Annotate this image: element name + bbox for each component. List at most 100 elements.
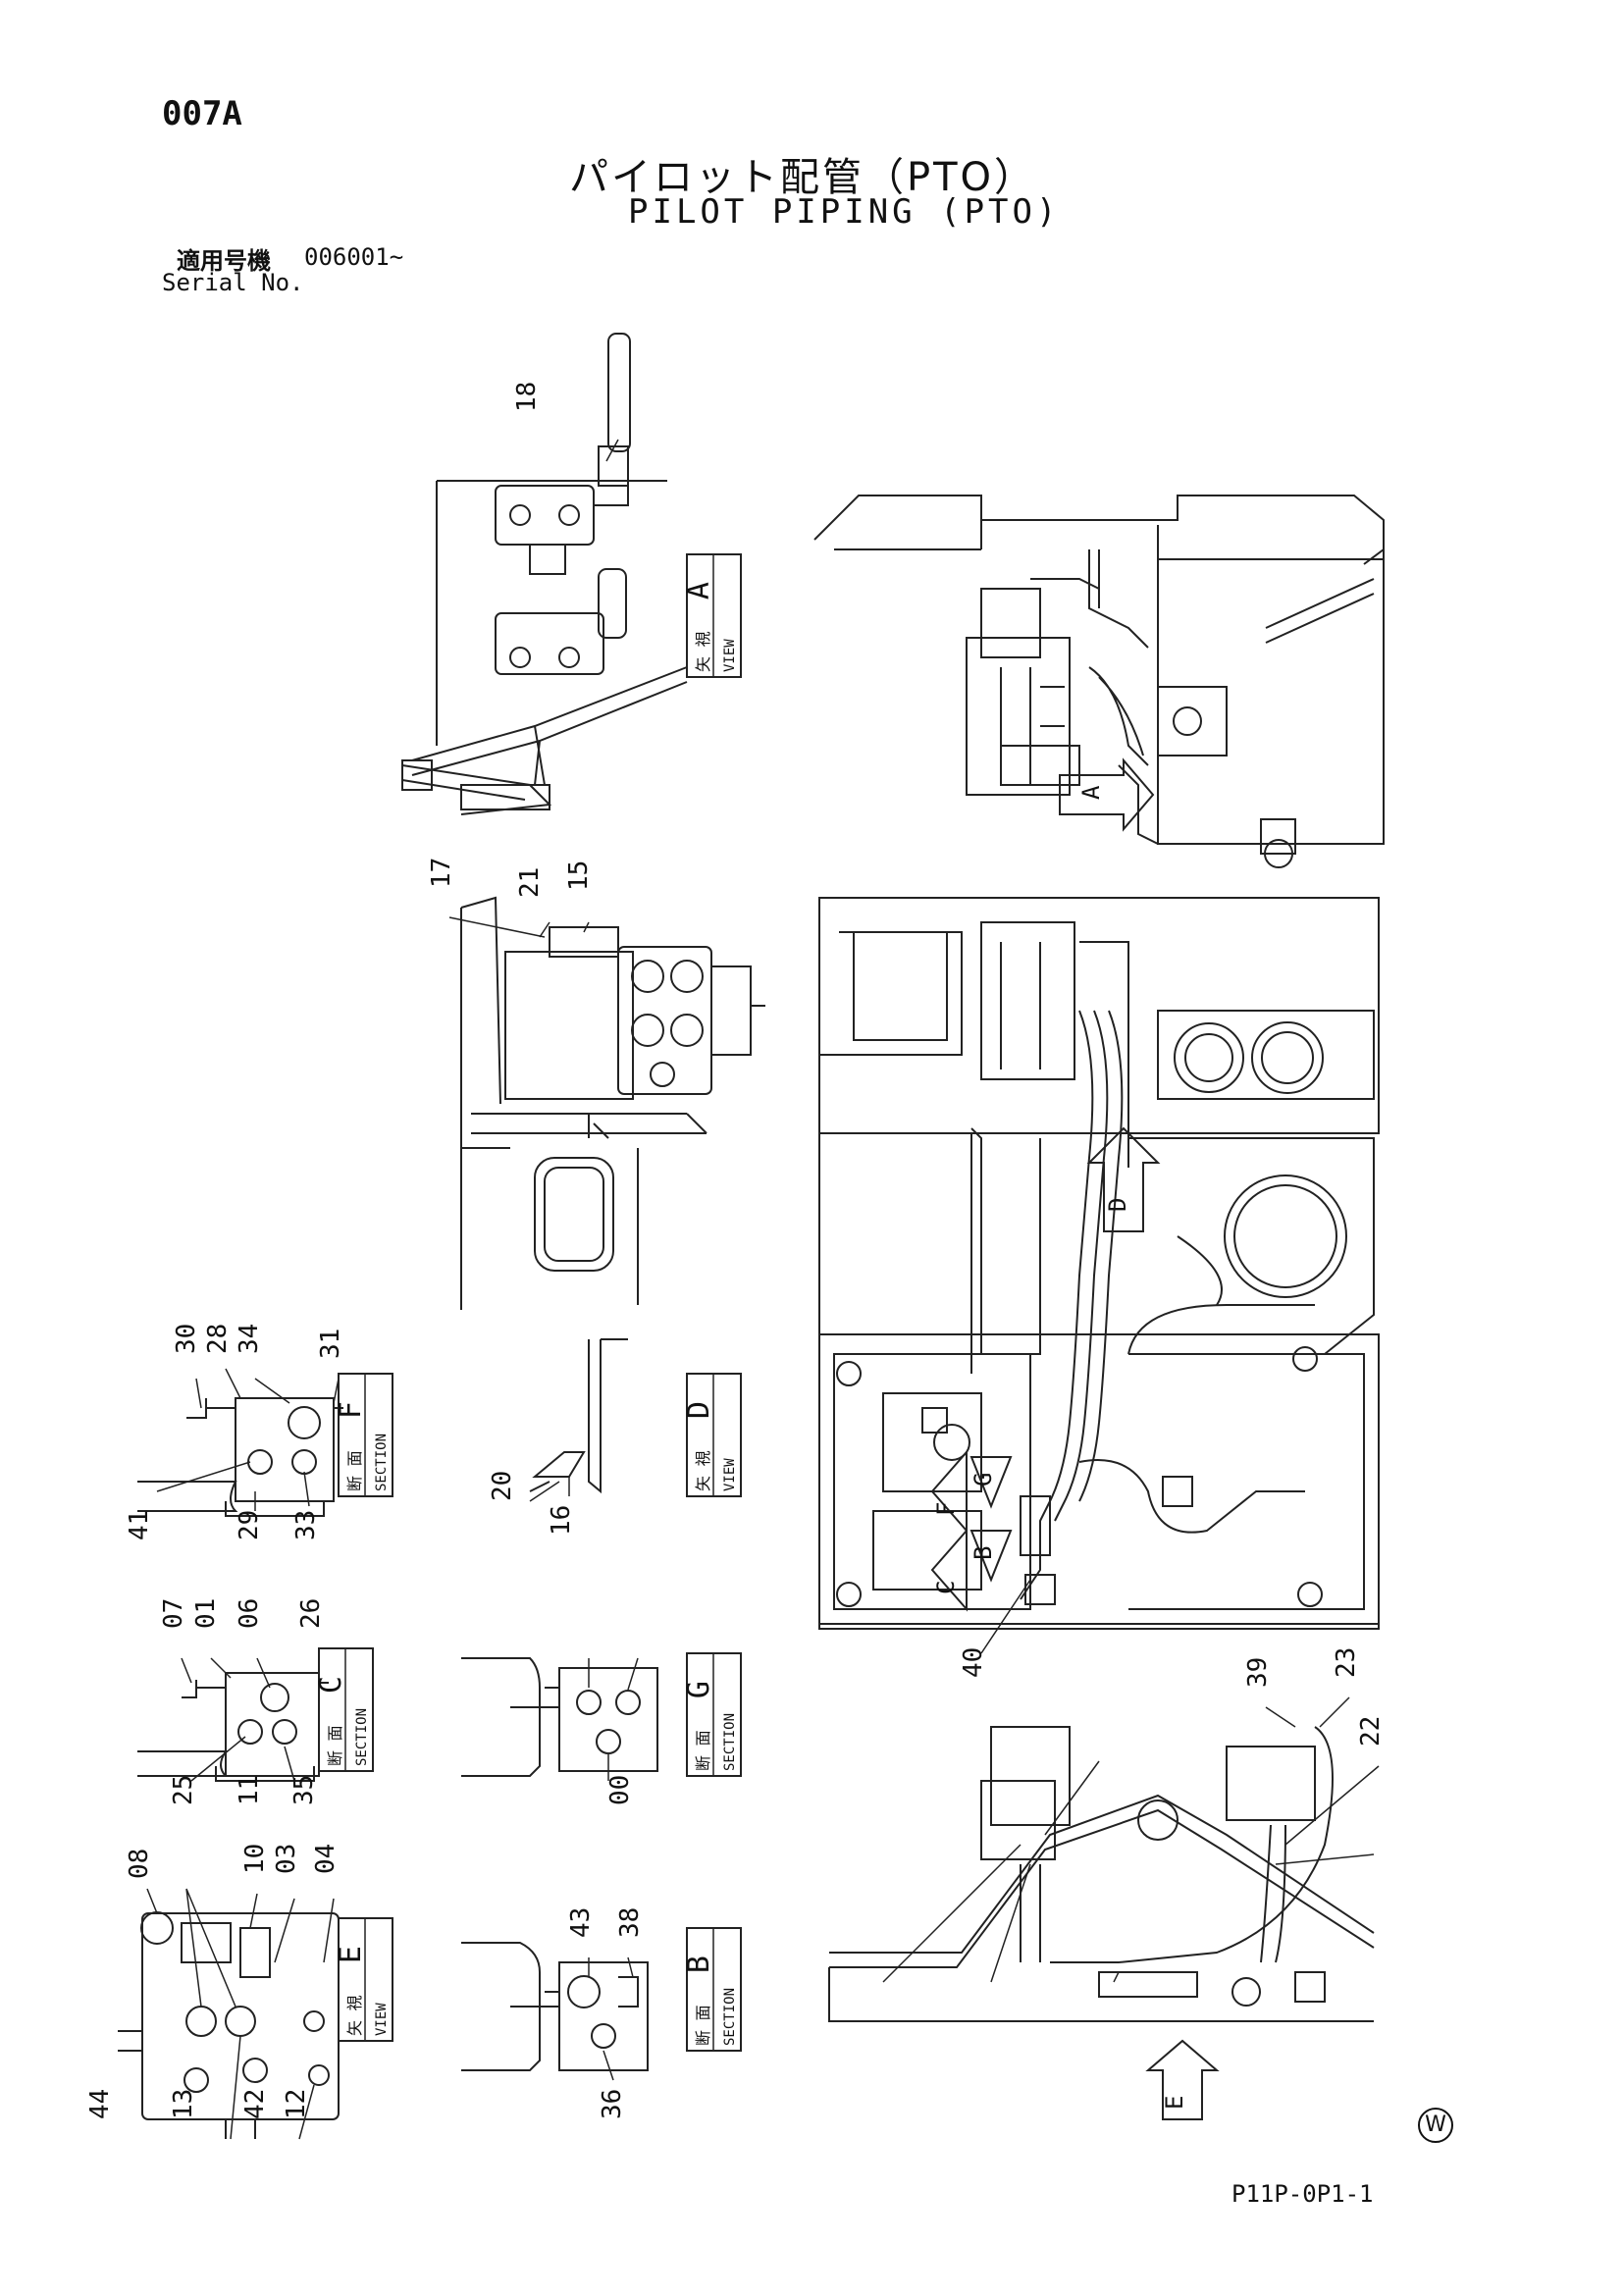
section-g-detail (461, 1657, 658, 1777)
view-e-detail (118, 1911, 340, 2139)
view-a-arrow (1059, 757, 1155, 832)
section-f-detail (137, 1397, 343, 1517)
plan-view-frame (818, 897, 1380, 1424)
callout-number: 25 (169, 1775, 198, 1805)
callout-number: 43 (566, 1907, 596, 1938)
callout-number: 11 (235, 1775, 264, 1805)
callout-number: 18 (512, 382, 542, 412)
label-english: VIEW (374, 2003, 390, 2036)
label-letter: B (682, 1956, 716, 1973)
document-number: P11P-0P1-1 (1231, 2180, 1374, 2208)
label-japanese: 断 面 (326, 1725, 344, 1766)
callout-number: 16 (547, 1505, 576, 1536)
section-f-arrow (930, 1449, 968, 1534)
callout-number: 29 (235, 1510, 264, 1540)
label-english: SECTION (354, 1708, 370, 1766)
view-a-detail (401, 333, 688, 815)
arrow-letter: D (1104, 1198, 1131, 1212)
serial-label-english: Serial No. (162, 269, 304, 296)
label-japanese: 断 面 (345, 1450, 364, 1491)
label-japanese: 矢 視 (345, 1995, 364, 2036)
callout-number: 15 (564, 861, 594, 891)
label-english: VIEW (722, 1458, 738, 1491)
callout-number: 44 (85, 2089, 115, 2119)
section-c-detail (137, 1672, 329, 1782)
callout-number: 36 (598, 2089, 627, 2119)
view-d-detail (529, 1338, 628, 1494)
title-english: PILOT PIPING (PTO) (628, 192, 1061, 232)
section-b-detail (461, 1942, 649, 2071)
label-letter: A (682, 582, 716, 600)
callout-number: 04 (311, 1844, 341, 1874)
label-english: SECTION (722, 1988, 738, 2046)
section-c-arrow (930, 1528, 968, 1612)
page-code: 007A (162, 94, 242, 133)
callout-number: 40 (959, 1647, 988, 1678)
callout-number: 17 (427, 858, 456, 888)
label-letter: E (334, 1946, 368, 1963)
bottom-right-side-view (828, 1726, 1375, 2120)
callout-number: 10 (240, 1844, 270, 1874)
callout-number: 12 (282, 2089, 311, 2119)
callout-number: 06 (235, 1598, 264, 1629)
label-letter: D (682, 1401, 716, 1419)
arrow-letter: E (1161, 2096, 1188, 2110)
callout-number: 23 (1332, 1647, 1361, 1678)
callout-number: 20 (488, 1471, 517, 1501)
callout-number: 07 (159, 1598, 188, 1629)
label-english: VIEW (722, 639, 738, 672)
arrow-letter: A (1077, 785, 1105, 800)
callout-number: 28 (203, 1324, 233, 1354)
label-letter: G (682, 1681, 716, 1698)
callout-number: 33 (291, 1510, 321, 1540)
callout-number: 35 (289, 1775, 319, 1805)
callout-number: 38 (615, 1907, 645, 1938)
title-japanese: パイロット配管（PTO） (569, 155, 1037, 200)
label-japanese: 矢 視 (694, 1450, 712, 1491)
label-box-e: E 矢 視 VIEW (334, 1917, 393, 2042)
serial-label-japanese: 適用号機 (177, 247, 271, 275)
label-english: SECTION (722, 1713, 738, 1771)
label-box-b: B 断 面 SECTION (682, 1927, 742, 2052)
valve-side-view (460, 896, 765, 1310)
callout-number: 34 (235, 1324, 264, 1354)
callout-number: 01 (191, 1598, 221, 1629)
callout-number: 30 (172, 1324, 201, 1354)
callout-number: 39 (1243, 1657, 1273, 1688)
callout-number: 31 (316, 1329, 345, 1359)
label-box-f: F 断 面 SECTION (334, 1373, 393, 1497)
label-letter: F (334, 1401, 368, 1419)
arrow-letter: B (969, 1546, 997, 1560)
callout-number: 21 (515, 867, 545, 898)
lower-plan-view (818, 1304, 1380, 1630)
leader-lines (146, 439, 1380, 2140)
label-japanese: 断 面 (694, 2005, 712, 2046)
w-mark: W (1418, 2108, 1453, 2143)
upper-right-assembly (813, 495, 1385, 868)
view-e-arrow (1145, 2039, 1220, 2120)
callout-number: 00 (605, 1775, 635, 1805)
label-box-d: D 矢 視 VIEW (682, 1373, 742, 1497)
arrow-letter: C (932, 1581, 960, 1594)
section-b-arrow (969, 1530, 1013, 1583)
callout-number: 41 (125, 1510, 154, 1540)
serial-value: 006001~ (304, 243, 404, 271)
label-japanese: 矢 視 (694, 631, 712, 672)
label-english: SECTION (374, 1434, 390, 1491)
arrow-letter: G (969, 1473, 997, 1487)
callout-number: 26 (296, 1598, 326, 1629)
callout-number: 13 (169, 2089, 198, 2119)
label-japanese: 断 面 (694, 1730, 712, 1771)
arrow-letter: F (932, 1502, 960, 1516)
label-box-g: G 断 面 SECTION (682, 1652, 742, 1777)
callout-number: 42 (240, 2089, 270, 2119)
callout-number: 22 (1356, 1716, 1386, 1747)
label-box-a: A 矢 視 VIEW (682, 553, 742, 678)
view-section-labels: A 矢 視 VIEW D 矢 視 VIEW F 断 面 SECTION C 断 面 SECTION G 断… (314, 553, 1188, 2110)
section-g-arrow (969, 1456, 1013, 1509)
view-d-arrow (1086, 1126, 1161, 1232)
callout-number: 03 (272, 1844, 301, 1874)
